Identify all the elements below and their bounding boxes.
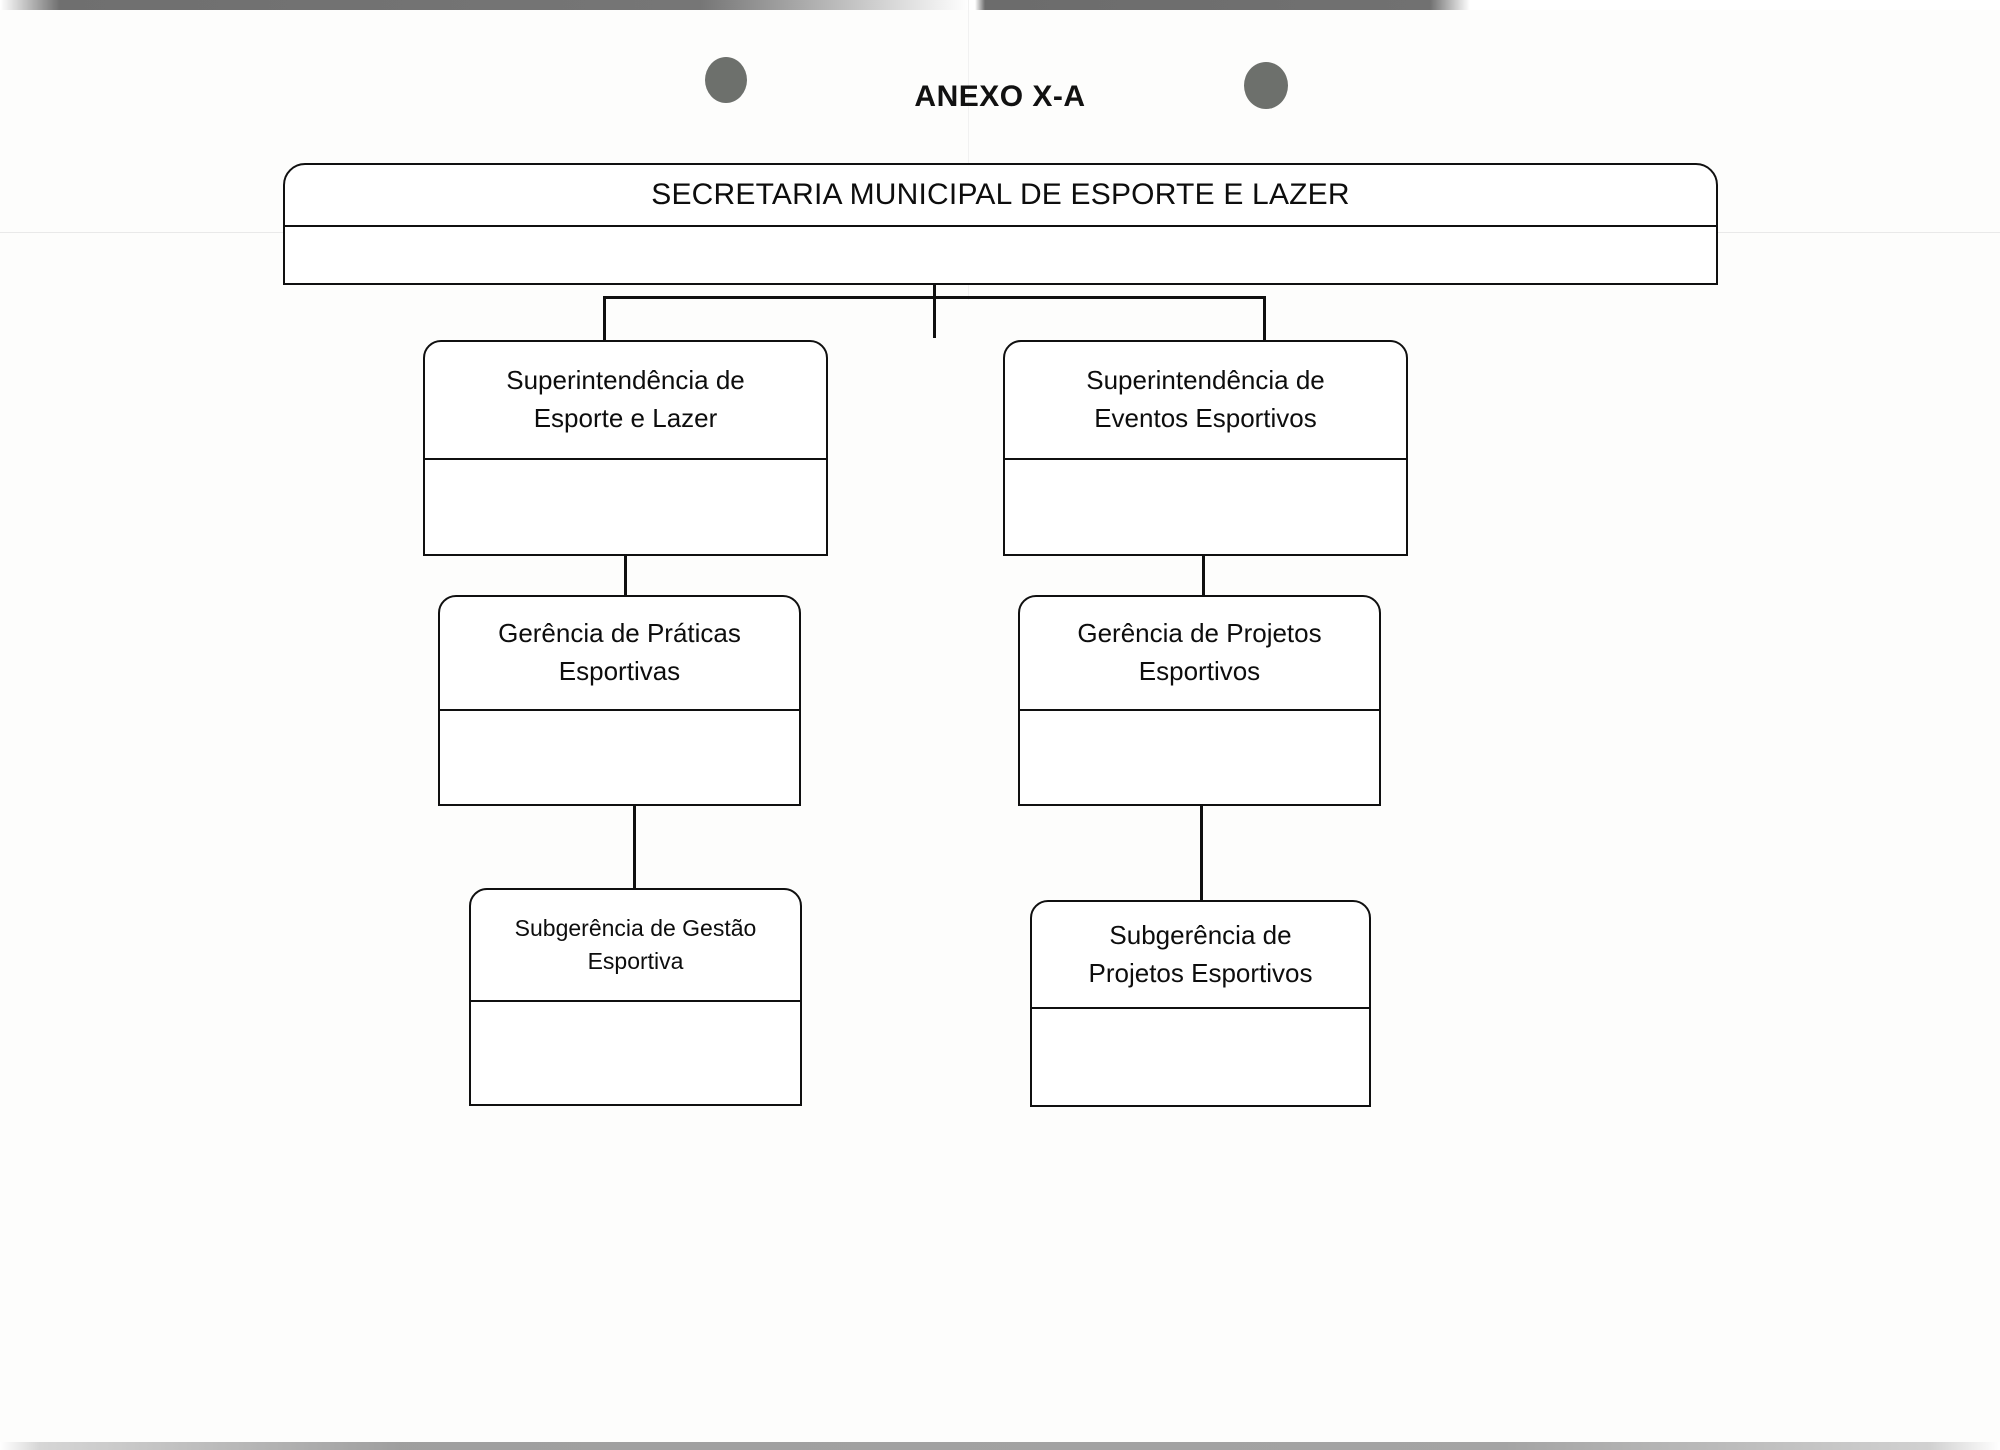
label-line-2: Esportiva xyxy=(587,948,684,974)
org-node-superintendencia-esporte-lazer-body xyxy=(425,460,826,554)
org-node-superintendencia-eventos-esportivos-label: Superintendência de Eventos Esportivos xyxy=(1005,342,1406,458)
node-divider xyxy=(471,1000,800,1002)
bottom-scan-band xyxy=(0,1442,2000,1450)
org-node-gerencia-praticas-esportivas[interactable]: Gerência de Práticas Esportivas xyxy=(438,595,801,806)
page-title: ANEXO X-A xyxy=(914,80,1086,113)
label-line-1: Superintendência de xyxy=(1086,365,1325,396)
label-line-2: Esporte e Lazer xyxy=(533,403,718,433)
node-divider xyxy=(285,225,1716,227)
connector-to-sup-eventos xyxy=(1263,296,1266,342)
label-line-1: Gerência de Projetos xyxy=(1077,618,1322,649)
label-line-1: Superintendência de xyxy=(506,365,745,396)
org-node-secretaria-label: SECRETARIA MUNICIPAL DE ESPORTE E LAZER xyxy=(651,178,1350,212)
label-line-2: Esportivas xyxy=(558,656,681,686)
org-node-subgerencia-projetos-esportivos-label: Subgerência de Projetos Esportivos xyxy=(1032,902,1369,1007)
connector-ger-praticas-to-sub-gestao xyxy=(633,806,636,890)
org-node-secretaria-body xyxy=(285,227,1716,283)
node-divider xyxy=(440,709,799,711)
org-node-superintendencia-esporte-lazer-label: Superintendência de Esporte e Lazer xyxy=(425,342,826,458)
org-node-subgerencia-projetos-esportivos[interactable]: Subgerência de Projetos Esportivos xyxy=(1030,900,1371,1107)
node-divider xyxy=(1020,709,1379,711)
org-node-superintendencia-eventos-esportivos[interactable]: Superintendência de Eventos Esportivos xyxy=(1003,340,1408,556)
org-node-subgerencia-projetos-esportivos-body xyxy=(1032,1009,1369,1105)
punch-hole-icon xyxy=(1244,62,1288,109)
connector-to-sup-esporte xyxy=(603,296,606,342)
node-divider xyxy=(425,458,826,460)
org-node-subgerencia-gestao-esportiva[interactable]: Subgerência de Gestão Esportiva xyxy=(469,888,802,1106)
org-node-gerencia-praticas-esportivas-body xyxy=(440,711,799,804)
org-node-subgerencia-gestao-esportiva-body xyxy=(471,1002,800,1104)
org-node-superintendencia-eventos-esportivos-body xyxy=(1005,460,1406,554)
label-line-2: Esportivos xyxy=(1138,656,1261,686)
node-divider xyxy=(1032,1007,1369,1009)
label-line-1: Subgerência de xyxy=(1109,919,1292,950)
org-node-secretaria[interactable]: SECRETARIA MUNICIPAL DE ESPORTE E LAZER xyxy=(283,163,1718,285)
connector-sup-esporte-to-ger-praticas xyxy=(624,556,627,596)
top-scan-band xyxy=(0,0,2000,10)
org-node-gerencia-projetos-esportivos-label: Gerência de Projetos Esportivos xyxy=(1020,597,1379,709)
connector-root-bus xyxy=(603,296,1265,299)
connector-sup-eventos-to-ger-projetos xyxy=(1202,556,1205,596)
org-node-gerencia-projetos-esportivos-body xyxy=(1020,711,1379,804)
scan-vertical-fold xyxy=(968,0,969,300)
connector-ger-projetos-to-sub-projetos xyxy=(1200,806,1203,902)
node-divider xyxy=(1005,458,1406,460)
label-line-2: Projetos Esportivos xyxy=(1088,957,1313,988)
org-node-superintendencia-esporte-lazer[interactable]: Superintendência de Esporte e Lazer xyxy=(423,340,828,556)
punch-hole-icon xyxy=(705,57,747,103)
label-line-1: Gerência de Práticas xyxy=(498,618,741,649)
label-line-2: Eventos Esportivos xyxy=(1094,403,1317,433)
org-node-gerencia-praticas-esportivas-label: Gerência de Práticas Esportivas xyxy=(440,597,799,709)
org-node-gerencia-projetos-esportivos[interactable]: Gerência de Projetos Esportivos xyxy=(1018,595,1381,806)
label-line-1: Subgerência de Gestão xyxy=(514,914,757,941)
connector-root-stem xyxy=(933,285,936,338)
org-node-subgerencia-gestao-esportiva-label: Subgerência de Gestão Esportiva xyxy=(471,890,800,1000)
